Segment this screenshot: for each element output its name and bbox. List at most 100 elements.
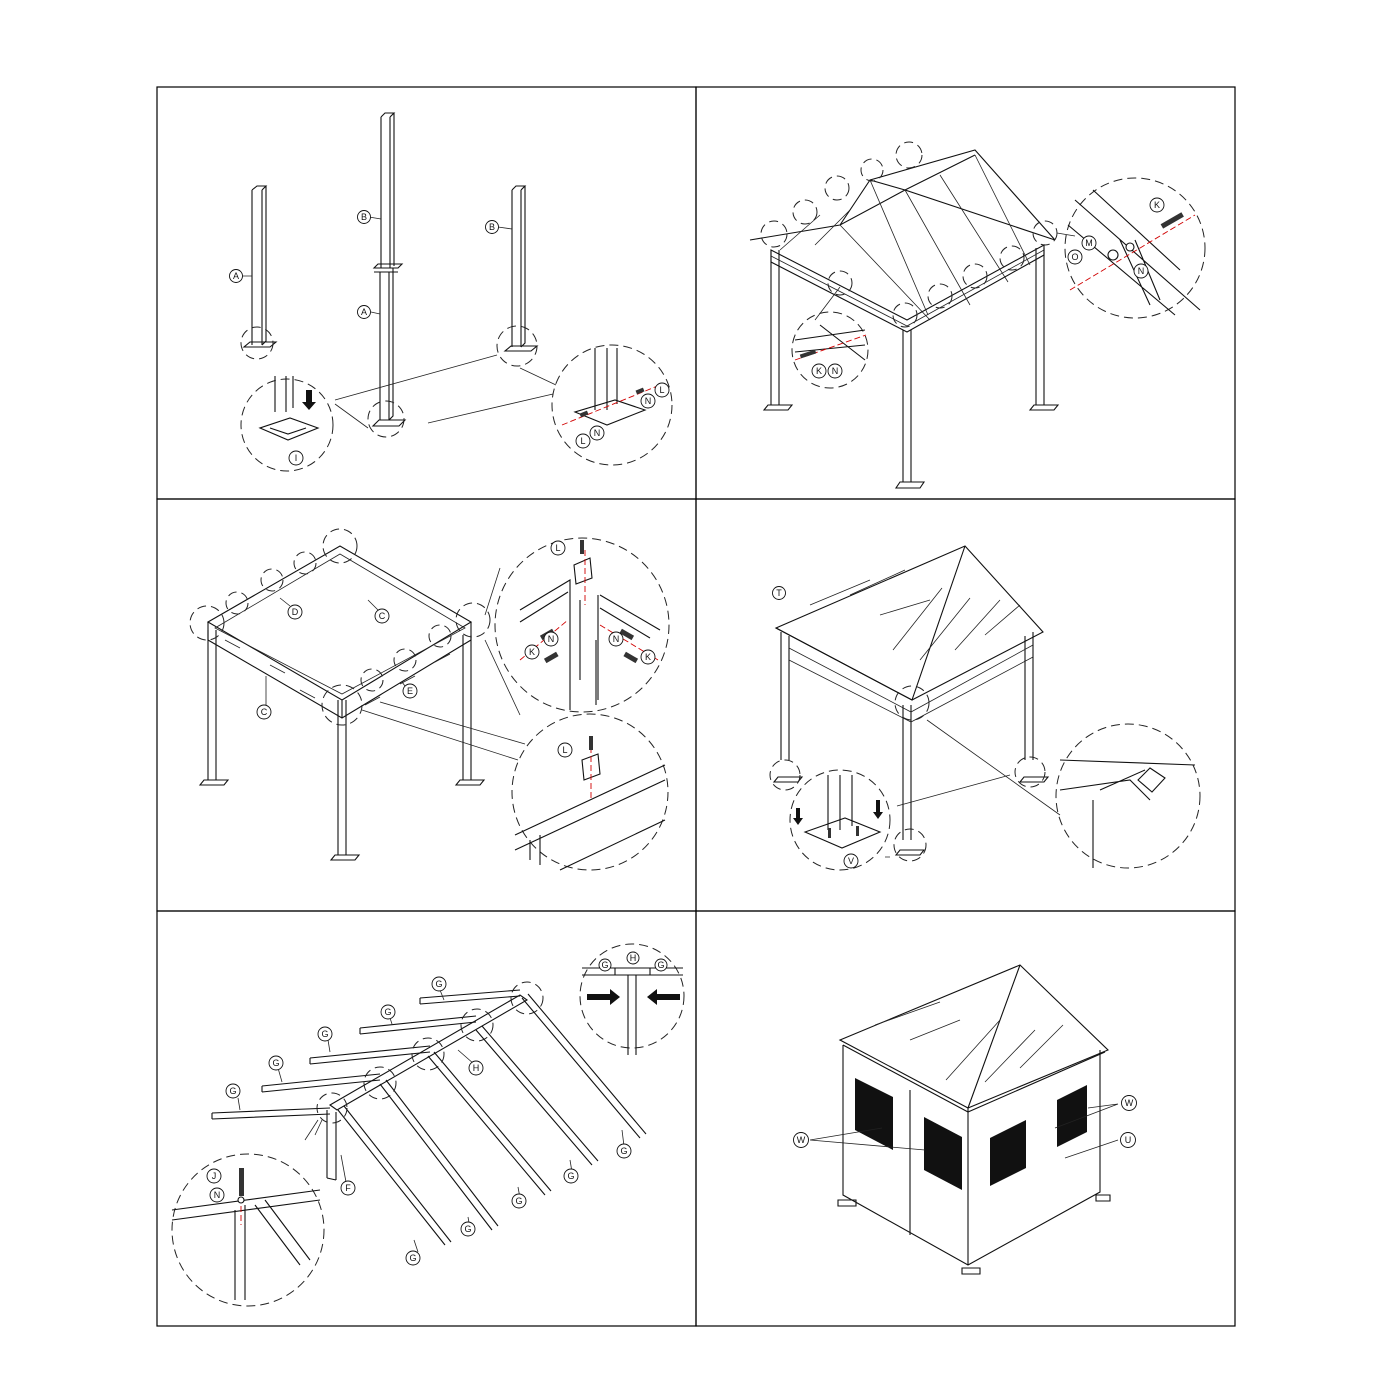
svg-text:J: J (212, 1171, 217, 1181)
callout-p5-g-10: G (616, 1143, 632, 1159)
window-panel-right-1 (990, 1120, 1026, 1186)
callout-p5-h-detail: H (626, 951, 640, 965)
callout-p5-g-1: G (225, 1083, 241, 1099)
post-b-right (503, 185, 539, 352)
callout-p3-k-left: K (524, 644, 540, 660)
callout-labels: A A B B I L N L N K M O N K N D C C E L … (206, 197, 1165, 1266)
panel-step3-top-frame (156, 498, 697, 912)
panel-step5-rafters (156, 910, 697, 1327)
svg-text:G: G (657, 960, 664, 970)
svg-text:L: L (580, 436, 585, 446)
svg-text:W: W (1125, 1098, 1134, 1108)
svg-text:A: A (361, 307, 367, 317)
svg-text:G: G (272, 1058, 279, 1068)
detail-base-plate (240, 378, 334, 472)
detail-post-bolt (551, 344, 673, 466)
svg-text:N: N (214, 1190, 221, 1200)
svg-text:V: V (848, 856, 854, 866)
svg-text:H: H (630, 953, 637, 963)
callout-p5-g-detail-left: G (598, 958, 612, 972)
panel-step1-posts (156, 86, 697, 500)
detail-ridge-joint (579, 943, 685, 1049)
svg-text:G: G (601, 960, 608, 970)
svg-text:G: G (515, 1196, 522, 1206)
callout-p1-l-bottom: L (575, 433, 591, 449)
svg-text:W: W (797, 1135, 806, 1145)
callout-p2-n-detail: N (1133, 263, 1149, 279)
callout-p5-g-6: G (405, 1250, 421, 1266)
svg-text:E: E (407, 686, 413, 696)
svg-text:L: L (659, 385, 664, 395)
callout-p5-g-2: G (268, 1055, 284, 1071)
svg-text:G: G (321, 1029, 328, 1039)
svg-text:B: B (361, 212, 367, 222)
callout-p1-b-right: B (485, 220, 499, 234)
callout-p5-g-detail-right: G (654, 958, 668, 972)
callout-p5-n: N (209, 1187, 225, 1203)
callout-p3-c-left: C (256, 704, 272, 720)
callout-p1-a-center: A (357, 305, 371, 319)
post-a-center (371, 268, 407, 427)
callout-p3-d: D (287, 604, 303, 620)
callout-p1-n-bottom: N (589, 425, 605, 441)
svg-text:G: G (567, 1171, 574, 1181)
callout-p5-g-8: G (511, 1193, 527, 1209)
callout-p3-e: E (402, 683, 418, 699)
svg-text:F: F (345, 1183, 351, 1193)
callout-p4-v: V (843, 853, 859, 869)
callout-p6-u: U (1120, 1132, 1136, 1148)
detail-frame-side-l (511, 713, 669, 871)
window-panel-left-1 (855, 1078, 893, 1150)
callout-p3-c-top: C (374, 608, 390, 624)
callout-p3-l-top: L (550, 540, 566, 556)
svg-text:N: N (548, 634, 555, 644)
svg-text:G: G (229, 1086, 236, 1096)
panel-step4-roof-cover (695, 498, 1236, 912)
detail-roof-edge (1055, 723, 1201, 869)
callout-p4-t: T (772, 586, 786, 600)
callout-p2-k-detail: K (1149, 197, 1165, 213)
svg-text:L: L (555, 543, 560, 553)
detail-frame-corner-knl (494, 537, 670, 713)
callout-p2-m: M (1081, 235, 1097, 251)
callout-p5-g-3: G (317, 1026, 333, 1042)
svg-text:M: M (1085, 238, 1093, 248)
svg-text:U: U (1125, 1135, 1132, 1145)
svg-text:G: G (384, 1007, 391, 1017)
svg-text:N: N (1138, 266, 1145, 276)
callout-p5-g-4: G (380, 1004, 396, 1020)
svg-text:K: K (1154, 200, 1160, 210)
svg-text:A: A (233, 271, 239, 281)
callout-p6-w-right: W (1121, 1095, 1137, 1111)
svg-text:K: K (529, 647, 535, 657)
detail-foot-anchors (789, 769, 891, 871)
svg-text:C: C (379, 611, 386, 621)
window-panel-right-2 (1057, 1085, 1087, 1147)
callout-p2-n-lower: N (827, 363, 843, 379)
svg-text:T: T (776, 588, 782, 598)
svg-text:O: O (1071, 252, 1078, 262)
callout-p3-k-right: K (640, 649, 656, 665)
callout-p3-n-right: N (608, 631, 624, 647)
svg-text:H: H (473, 1063, 480, 1073)
detail-roof-corner (1064, 177, 1206, 319)
callout-p1-i: I (288, 450, 304, 466)
svg-text:C: C (261, 707, 268, 717)
callout-p1-l-top: L (654, 382, 670, 398)
detail-roof-bolt-kn (791, 311, 869, 389)
svg-text:D: D (292, 607, 299, 617)
callout-p5-g-9: G (563, 1168, 579, 1184)
svg-text:G: G (409, 1253, 416, 1263)
callout-p2-k-lower: K (811, 363, 827, 379)
post-b-center (372, 112, 404, 273)
svg-text:B: B (489, 222, 495, 232)
svg-text:K: K (645, 652, 651, 662)
window-panel-left-2 (924, 1117, 962, 1190)
svg-text:G: G (620, 1146, 627, 1156)
callout-p1-b-center: B (357, 210, 371, 224)
svg-text:N: N (594, 428, 601, 438)
callout-p2-o: O (1067, 249, 1083, 265)
panel-step6-finished (695, 910, 1236, 1327)
callout-p5-h-ridge: H (468, 1060, 484, 1076)
